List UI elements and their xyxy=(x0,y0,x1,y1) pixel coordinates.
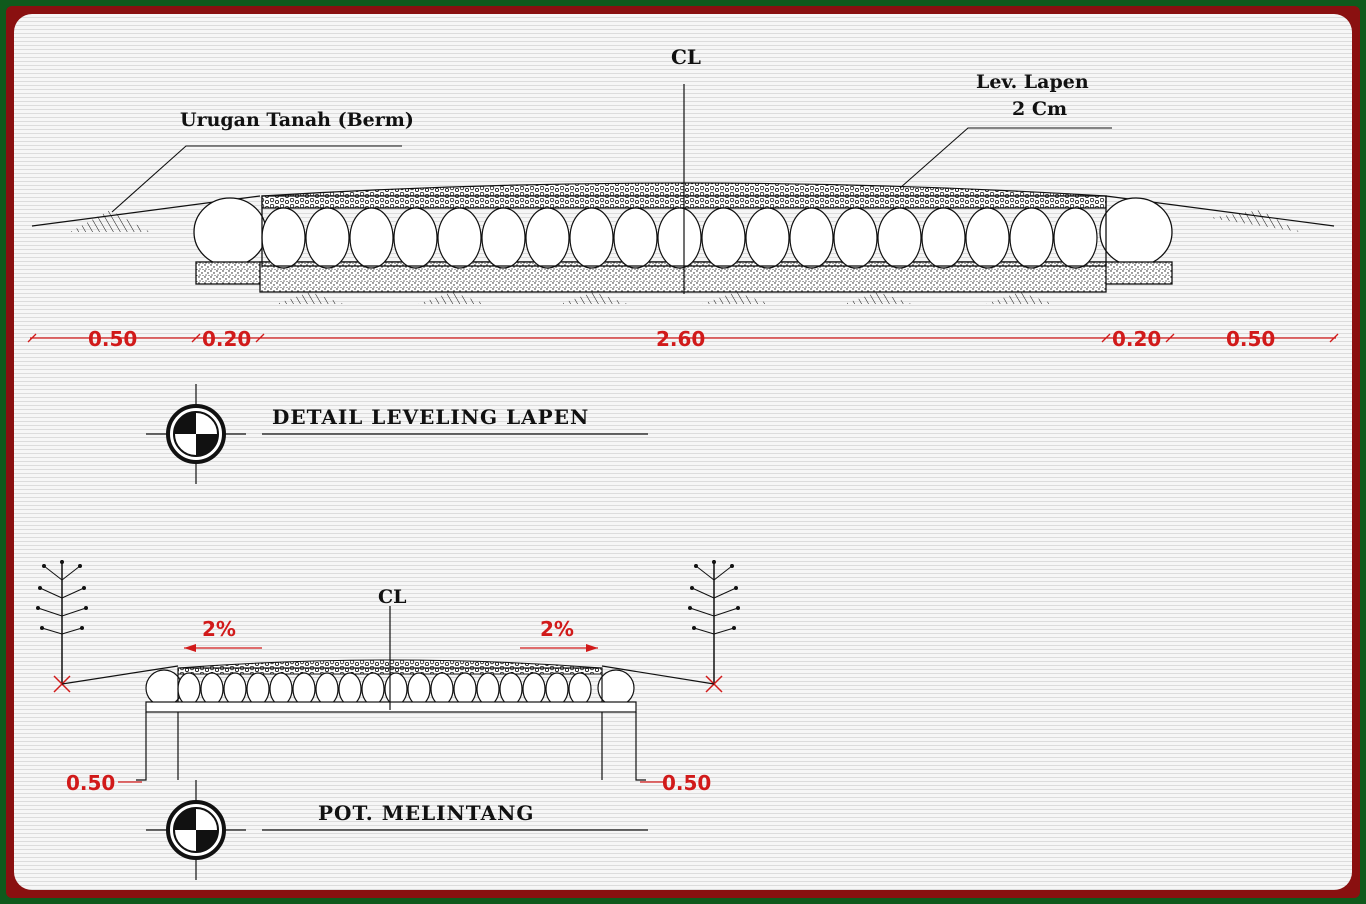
tree-icon xyxy=(36,560,88,693)
section-symbol xyxy=(146,780,246,880)
stone xyxy=(384,672,408,706)
stone xyxy=(522,672,546,706)
dim-left: 0.50 xyxy=(66,771,115,795)
slope-left-label: 2% xyxy=(202,617,236,641)
cross-section: CL 2% 2% 0.50 0.50 POT. MELINTANG xyxy=(36,560,740,880)
stone xyxy=(407,672,431,706)
stone xyxy=(613,207,658,269)
berm-label: Urugan Tanah (Berm) xyxy=(180,109,414,131)
stone xyxy=(476,672,500,706)
wall-left xyxy=(136,712,147,781)
stone xyxy=(833,207,878,269)
stone xyxy=(499,672,523,706)
stone xyxy=(349,207,394,269)
lapen-label-line-1: Lev. Lapen xyxy=(976,71,1089,93)
slope-right-label: 2% xyxy=(540,617,574,641)
stone xyxy=(701,207,746,269)
edge-stone-right xyxy=(597,669,635,707)
wall-right xyxy=(635,712,646,781)
ground-hatch xyxy=(276,292,344,304)
stone xyxy=(393,207,438,269)
stone xyxy=(430,672,454,706)
ground-hatch xyxy=(70,210,150,232)
slope-right xyxy=(601,665,715,685)
drawing-sheet xyxy=(14,14,1352,890)
stone xyxy=(269,672,293,706)
stone xyxy=(965,207,1010,269)
dim-left-outer: 0.50 xyxy=(88,327,137,351)
dim-right-outer: 0.50 xyxy=(1226,327,1275,351)
stone xyxy=(200,672,224,706)
ground-hatch xyxy=(986,292,1054,304)
dimension-ticks xyxy=(27,333,1339,343)
lapen-leader xyxy=(899,127,1112,189)
section-symbol xyxy=(146,384,246,484)
stone xyxy=(877,207,922,269)
cl-mark: CL xyxy=(378,586,406,608)
edge-stone-left xyxy=(145,669,183,707)
detail-leveling-lapen: CL Urugan Tanah (Berm) Lev. Lapen 2 Cm 0… xyxy=(27,45,1339,484)
base-slab xyxy=(145,701,637,713)
stone xyxy=(1053,207,1098,269)
edge-stone-right xyxy=(1099,197,1173,267)
stone xyxy=(789,207,834,269)
stone xyxy=(246,672,270,706)
stone-row xyxy=(261,207,1098,269)
dim-center: 2.60 xyxy=(656,327,705,351)
stone xyxy=(1009,207,1054,269)
stone xyxy=(657,207,702,269)
ground-hatch xyxy=(844,292,912,304)
stone xyxy=(569,207,614,269)
berm-leader xyxy=(111,145,402,213)
stone xyxy=(292,672,316,706)
dim-right-inner: 0.20 xyxy=(1112,327,1161,351)
slope-left xyxy=(61,665,179,685)
stone xyxy=(481,207,526,269)
stone xyxy=(745,207,790,269)
stone xyxy=(305,207,350,269)
stone xyxy=(437,207,482,269)
stone-row xyxy=(177,672,592,706)
lapen-label-line-2: 2 Cm xyxy=(1012,98,1067,120)
ground-hatch xyxy=(560,292,628,304)
ground-hatch xyxy=(702,292,770,304)
stone xyxy=(223,672,247,706)
stone xyxy=(261,207,306,269)
stone xyxy=(315,672,339,706)
stone xyxy=(568,672,592,706)
edge-stone-left xyxy=(193,197,267,267)
stone xyxy=(453,672,477,706)
dim-left-inner: 0.20 xyxy=(202,327,251,351)
ground-hatch xyxy=(418,292,486,304)
stone xyxy=(177,672,201,706)
stone xyxy=(525,207,570,269)
stone xyxy=(361,672,385,706)
dim-right: 0.50 xyxy=(662,771,711,795)
ground-hatch xyxy=(1210,210,1300,232)
stone xyxy=(921,207,966,269)
cl-mark: CL xyxy=(671,45,701,69)
section-title: POT. MELINTANG xyxy=(318,801,534,825)
stone xyxy=(338,672,362,706)
stone xyxy=(545,672,569,706)
base-ground-hatches xyxy=(276,292,1054,304)
detail-title: DETAIL LEVELING LAPEN xyxy=(272,405,589,429)
